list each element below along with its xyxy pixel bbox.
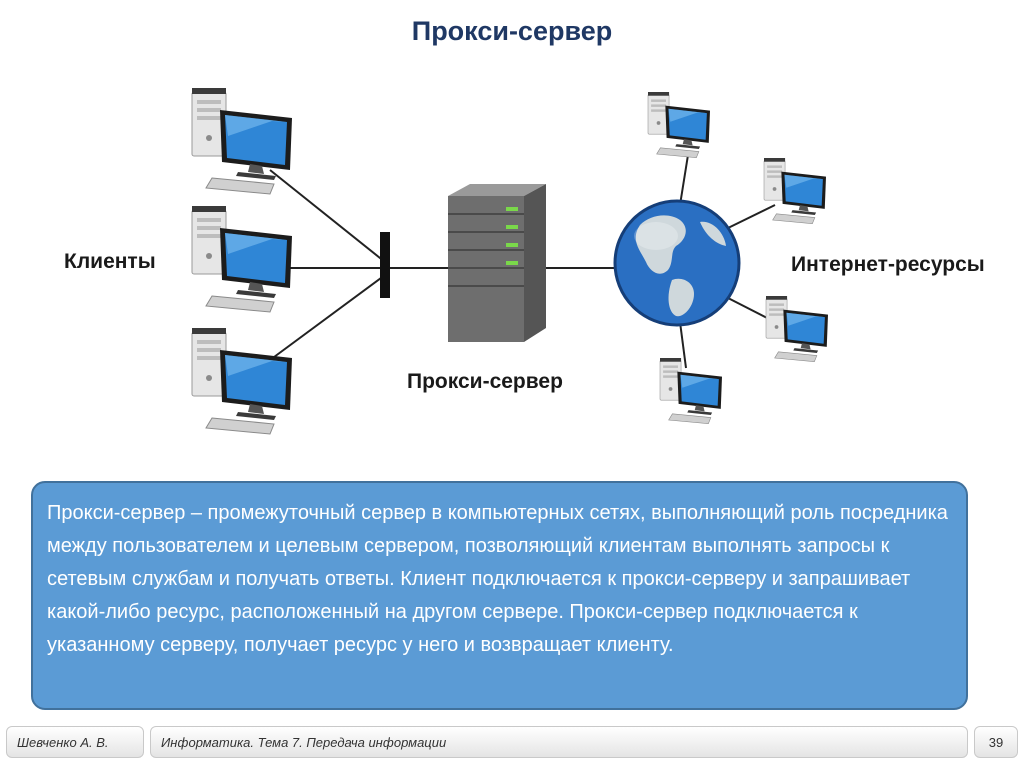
link-client-1: [269, 169, 386, 263]
slide-title: Прокси-сервер: [411, 16, 613, 46]
footer-author-text: Шевченко А. В.: [17, 734, 109, 750]
link-client-3: [269, 274, 386, 361]
definition-text: Прокси-сервер – промежуточный сервер в к…: [47, 502, 948, 656]
footer-page-text: 39: [988, 734, 1004, 750]
network-diagram: [191, 87, 829, 435]
clients-label: Клиенты: [64, 250, 156, 273]
footer-author: Шевченко А. В.: [6, 726, 144, 758]
footer-course-text: Информатика. Тема 7. Передача информации: [161, 734, 447, 750]
definition-box: Прокси-сервер – промежуточный сервер в к…: [31, 481, 968, 710]
link-resource-4: [679, 321, 687, 369]
client-computer-1-icon: [191, 87, 293, 195]
resource-computer-3-icon: [765, 295, 829, 363]
link-resource-1: [679, 154, 689, 206]
internet-resources-label: Интернет-ресурсы: [791, 253, 985, 276]
proxy-server-icon: [448, 184, 546, 342]
proxy-server-label: Прокси-сервер: [407, 370, 563, 393]
footer-course: Информатика. Тема 7. Передача информации: [150, 726, 968, 758]
resource-computer-1-icon: [647, 91, 711, 159]
network-switch-bar: [380, 232, 390, 298]
client-computer-2-icon: [191, 205, 293, 313]
resource-computer-2-icon: [763, 157, 827, 225]
link-resource-2: [727, 204, 776, 229]
internet-globe-icon: [613, 199, 741, 327]
client-computer-3-icon: [191, 327, 293, 435]
resource-computer-4-icon: [659, 357, 723, 425]
footer-page-number: 39: [974, 726, 1018, 758]
